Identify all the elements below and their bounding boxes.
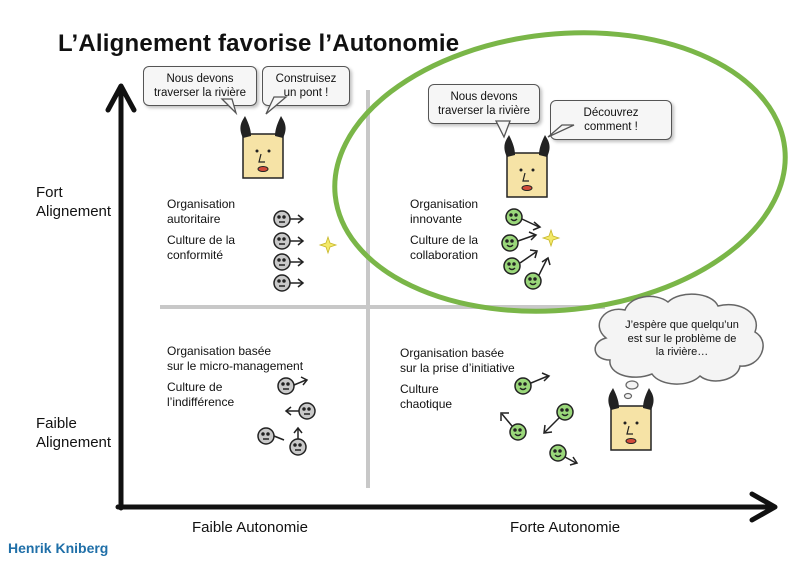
culture-label-line: conformité [167, 248, 224, 262]
org-label-line: sur le micro-management [167, 359, 304, 373]
author-credit: Henrik Kniberg [8, 540, 109, 556]
speech-bubble-tl-order: Construisez un pont ! [262, 66, 350, 106]
org-label-line: sur la prise d’initiative [400, 361, 515, 375]
culture-label-line: chaotique [400, 397, 453, 411]
speech-bubble-tl-boss: Nous devons traverser la rivière [143, 66, 257, 106]
thought-line: est sur le problème de [627, 332, 737, 345]
speech-line: Découvrez comment ! [583, 107, 639, 133]
br-people-group [500, 372, 579, 466]
speech-line: un pont ! [283, 87, 329, 99]
thought-line: J’espère que quelqu’un [625, 319, 739, 331]
quadrant-bottom-right-text: Organisation basée sur la prise d’initia… [400, 346, 515, 412]
speech-line: traverser la rivière [153, 87, 247, 99]
bl-people-group [257, 376, 316, 456]
goal-sparkle-icon [318, 235, 338, 255]
culture-label-line: Culture de la [410, 233, 479, 247]
culture-label-line: Culture [400, 382, 439, 396]
speech-bubble-tr-order: Découvrez comment ! [550, 100, 672, 140]
y-axis-high-label: Fort Alignement [36, 183, 111, 221]
org-label-line: Organisation basée [400, 346, 505, 360]
quadrant-bottom-left-text: Organisation basée sur le micro-manageme… [167, 344, 303, 410]
goal-sparkle-icon [541, 228, 561, 248]
speech-bubble-tr-boss: Nous devons traverser la rivière [428, 84, 540, 124]
boss-face-icon [504, 135, 550, 198]
tl-people-group [273, 210, 305, 292]
thought-cloud [594, 293, 764, 400]
culture-label-line: collaboration [410, 248, 479, 262]
x-axis [115, 491, 778, 523]
org-label-line: autoritaire [167, 212, 221, 226]
org-label-line: Organisation basée [167, 344, 272, 358]
culture-label-line: Culture de la [167, 233, 236, 247]
quadrant-top-left-text: Organisation autoritaire Culture de la c… [167, 197, 235, 263]
y-axis-low-label: Faible Alignement [36, 414, 111, 452]
tr-people-group [501, 208, 551, 290]
y-axis [105, 83, 137, 511]
culture-label-line: Culture de [167, 380, 223, 394]
thought-line: la rivière… [655, 346, 709, 358]
y-axis-low-label-line: Faible [36, 415, 77, 432]
org-label-line: Organisation [410, 197, 479, 211]
x-axis-high-label: Forte Autonomie [510, 519, 621, 536]
speech-line: Construisez [275, 73, 337, 85]
boss-face-icon [240, 116, 286, 179]
y-axis-low-label-line: Alignement [36, 434, 112, 451]
org-label-line: Organisation [167, 197, 236, 211]
y-axis-high-label-line: Alignement [36, 203, 112, 220]
highlight-circle [332, 30, 788, 314]
x-axis-low-label: Faible Autonomie [192, 519, 308, 536]
org-label-line: innovante [410, 212, 463, 226]
y-axis-high-label-line: Fort [36, 184, 63, 201]
boss-face-icon [608, 388, 654, 451]
speech-line: traverser la rivière [437, 105, 531, 117]
culture-label-line: l’indifférence [167, 395, 235, 409]
thought-cloud-text: J’espère que quelqu’un est sur le problè… [612, 319, 752, 360]
speech-line: Nous devons [450, 91, 518, 103]
speech-line: Nous devons [166, 73, 234, 85]
diagram-title: L’Alignement favorise l’Autonomie [58, 30, 460, 57]
quadrant-top-right-text: Organisation innovante Culture de la col… [410, 197, 478, 263]
